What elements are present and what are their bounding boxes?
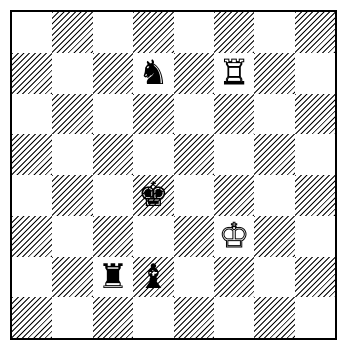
square-e1[interactable] <box>174 297 214 338</box>
square-d2[interactable]: ♝ <box>133 257 173 298</box>
square-d6[interactable] <box>133 94 173 135</box>
square-d4[interactable]: ♚ <box>133 175 173 216</box>
square-c6[interactable] <box>93 94 133 135</box>
square-g7[interactable] <box>254 53 294 94</box>
square-d5[interactable] <box>133 134 173 175</box>
chess-board-frame: ♞ ♖ ♚ ♔ ♜ ♝ <box>10 10 337 340</box>
square-e6[interactable] <box>174 94 214 135</box>
square-a6[interactable] <box>12 94 52 135</box>
square-e7[interactable] <box>174 53 214 94</box>
square-g2[interactable] <box>254 257 294 298</box>
square-e5[interactable] <box>174 134 214 175</box>
square-d7[interactable]: ♞ <box>133 53 173 94</box>
square-h5[interactable] <box>295 134 335 175</box>
square-c5[interactable] <box>93 134 133 175</box>
square-g5[interactable] <box>254 134 294 175</box>
square-a1[interactable] <box>12 297 52 338</box>
square-f5[interactable] <box>214 134 254 175</box>
square-a4[interactable] <box>12 175 52 216</box>
square-c1[interactable] <box>93 297 133 338</box>
square-g8[interactable] <box>254 12 294 53</box>
square-c8[interactable] <box>93 12 133 53</box>
black-knight-icon[interactable]: ♞ <box>138 56 168 90</box>
square-c3[interactable] <box>93 216 133 257</box>
chess-board: ♞ ♖ ♚ ♔ ♜ ♝ <box>12 12 335 338</box>
white-king-icon[interactable]: ♔ <box>219 219 249 253</box>
square-f8[interactable] <box>214 12 254 53</box>
square-d8[interactable] <box>133 12 173 53</box>
square-b3[interactable] <box>52 216 92 257</box>
square-c2[interactable]: ♜ <box>93 257 133 298</box>
square-b6[interactable] <box>52 94 92 135</box>
black-rook-icon[interactable]: ♜ <box>98 260 128 294</box>
square-f7[interactable]: ♖ <box>214 53 254 94</box>
square-f3[interactable]: ♔ <box>214 216 254 257</box>
square-a7[interactable] <box>12 53 52 94</box>
square-a5[interactable] <box>12 134 52 175</box>
square-a8[interactable] <box>12 12 52 53</box>
square-h7[interactable] <box>295 53 335 94</box>
square-e4[interactable] <box>174 175 214 216</box>
square-h8[interactable] <box>295 12 335 53</box>
square-c4[interactable] <box>93 175 133 216</box>
square-h1[interactable] <box>295 297 335 338</box>
square-g4[interactable] <box>254 175 294 216</box>
square-g1[interactable] <box>254 297 294 338</box>
square-h4[interactable] <box>295 175 335 216</box>
black-bishop-icon[interactable]: ♝ <box>138 260 168 294</box>
square-h3[interactable] <box>295 216 335 257</box>
square-e3[interactable] <box>174 216 214 257</box>
square-f1[interactable] <box>214 297 254 338</box>
white-rook-icon[interactable]: ♖ <box>219 56 249 90</box>
square-d3[interactable] <box>133 216 173 257</box>
square-b7[interactable] <box>52 53 92 94</box>
square-c7[interactable] <box>93 53 133 94</box>
square-b8[interactable] <box>52 12 92 53</box>
square-a2[interactable] <box>12 257 52 298</box>
square-b5[interactable] <box>52 134 92 175</box>
square-a3[interactable] <box>12 216 52 257</box>
square-h6[interactable] <box>295 94 335 135</box>
square-e8[interactable] <box>174 12 214 53</box>
square-d1[interactable] <box>133 297 173 338</box>
square-h2[interactable] <box>295 257 335 298</box>
square-b2[interactable] <box>52 257 92 298</box>
square-g6[interactable] <box>254 94 294 135</box>
square-f4[interactable] <box>214 175 254 216</box>
black-king-icon[interactable]: ♚ <box>138 178 168 212</box>
square-b4[interactable] <box>52 175 92 216</box>
square-f2[interactable] <box>214 257 254 298</box>
square-g3[interactable] <box>254 216 294 257</box>
square-b1[interactable] <box>52 297 92 338</box>
square-e2[interactable] <box>174 257 214 298</box>
square-f6[interactable] <box>214 94 254 135</box>
